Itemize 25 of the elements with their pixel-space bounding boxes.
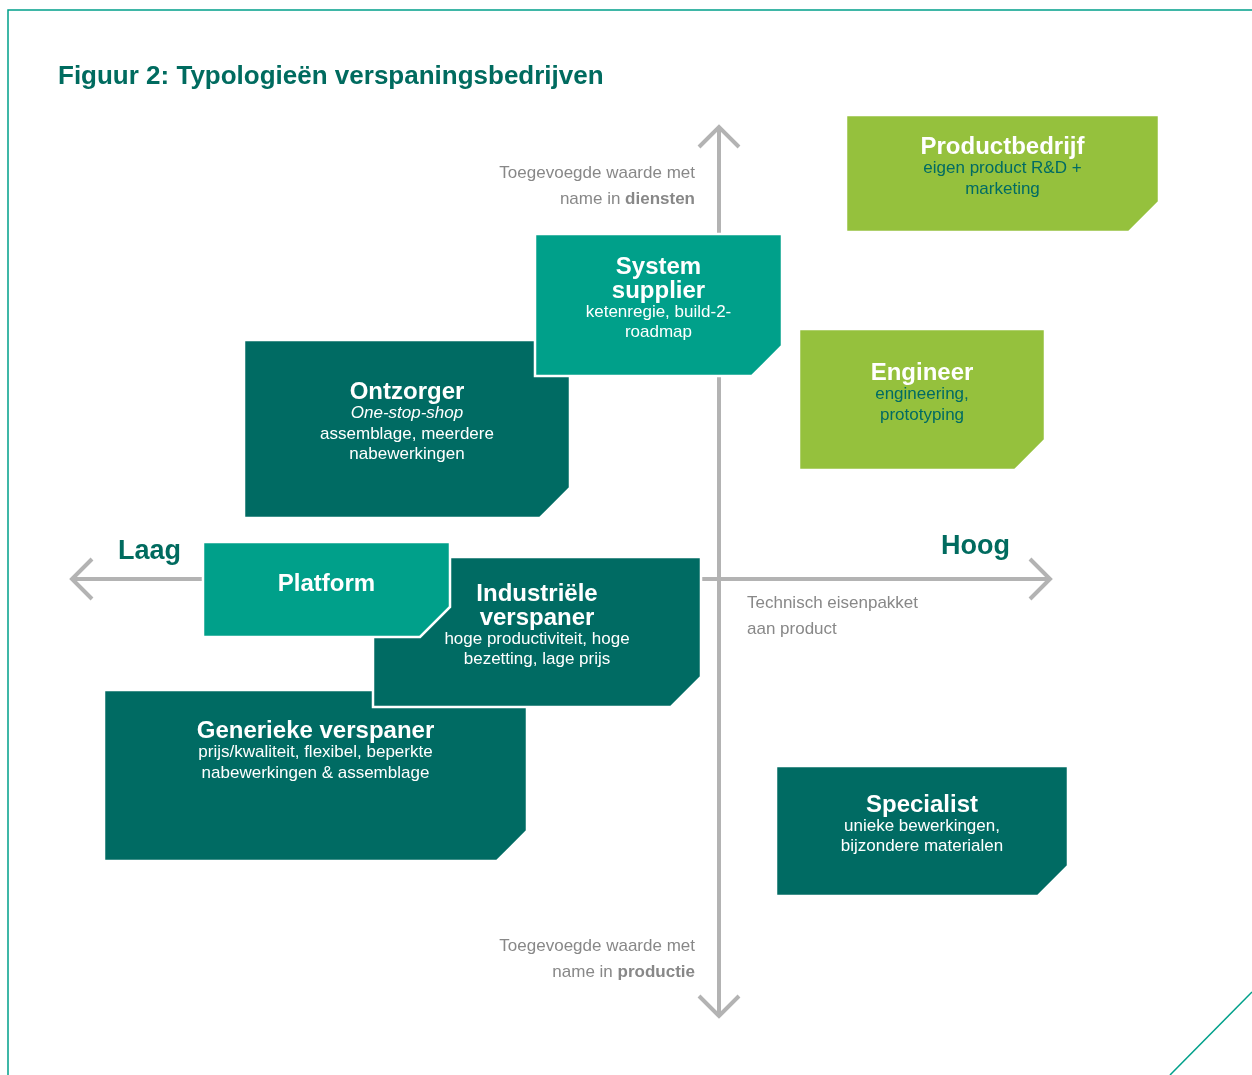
category-box [799, 329, 1045, 470]
category-box [846, 115, 1159, 232]
category-title: System supplier [610, 253, 707, 302]
axis-label: Toegevoegde waarde met name in productie [498, 935, 695, 983]
category-title: Productbedrijf [920, 134, 1085, 159]
figure-title: Figuur 2: Typologieën verspaningsbedrijven [58, 60, 604, 91]
category-description: One-stop-shop [350, 403, 464, 424]
category-title: Industriële verspaner [475, 580, 599, 629]
axis-label: Technisch eisenpakket aan product [747, 592, 920, 640]
category-box [776, 766, 1068, 896]
category-description: eigen product R&D + marketing [923, 158, 1082, 199]
category-title: Platform [277, 570, 376, 595]
category-box [535, 234, 782, 376]
category-description: engineering, prototyping [875, 384, 969, 425]
category-title: Generieke verspaner [196, 718, 435, 743]
category-box [244, 340, 570, 518]
axis-end-label: Hoog [941, 530, 1010, 561]
category-description: assemblage, meerdere nabewerkingen [319, 423, 495, 465]
category-title: Engineer [870, 360, 974, 385]
category-description: prijs/kwaliteit, flexibel, beperkte nabewerkingen & assemblage [197, 742, 433, 783]
axis-end-label: Laag [118, 535, 182, 566]
category-title: Ontzorger [349, 379, 465, 404]
axis-label: Toegevoegde waarde met name in diensten [498, 162, 695, 210]
category-title: Specialist [865, 791, 979, 816]
category-box [104, 690, 527, 861]
